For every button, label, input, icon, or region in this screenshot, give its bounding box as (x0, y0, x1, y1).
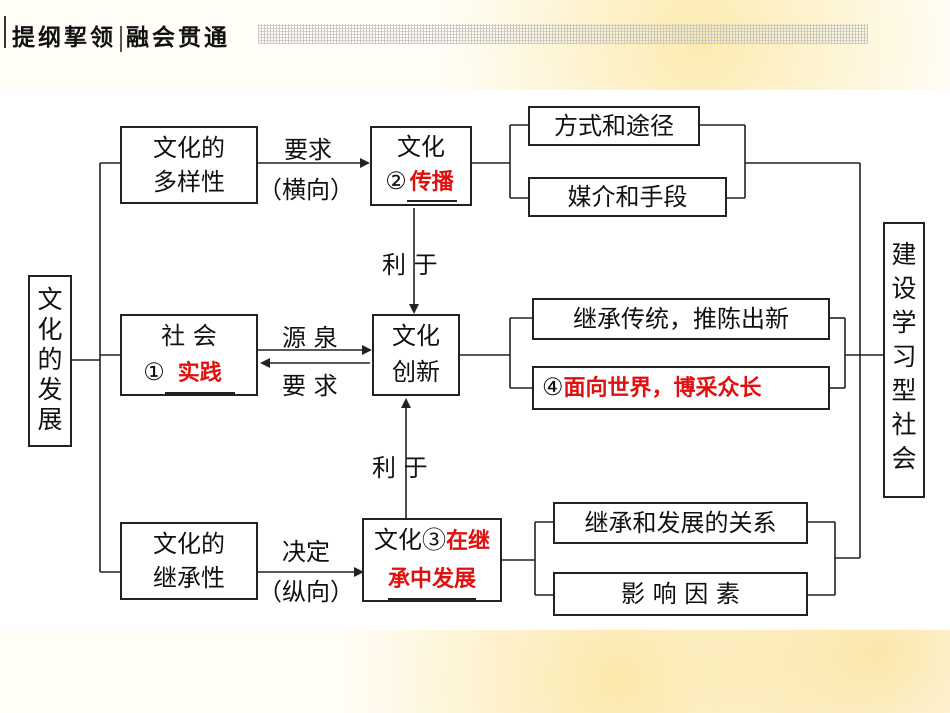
develop-answer-blank: 承中发展 (387, 560, 476, 600)
spread-answer: 传播 (409, 170, 454, 195)
label-beneficial-top: 利 于 (382, 251, 438, 279)
root-char: 文 (37, 285, 63, 314)
society-answer: 实践 (177, 361, 222, 386)
header-title-part2: 融会贯通 (126, 25, 230, 51)
box-inheritance-development-relation: 继承和发展的关系 (553, 502, 808, 544)
box-learning-society: 建 设 学 习 型 社 会 (883, 222, 925, 498)
label-vertical: （纵向） (258, 578, 354, 606)
box-media-and-means: 媒介和手段 (528, 177, 727, 217)
society-line2: ① 实践 (122, 354, 256, 394)
label-source: 源 泉 (282, 324, 338, 352)
header-banner: 提纲挈领融会贯通 (0, 14, 950, 54)
learning-char: 学 (891, 308, 917, 337)
develop-prefix: 文化 (373, 526, 422, 554)
develop-line2: 承中发展 (364, 560, 500, 600)
develop-line1: 文化③在继 (364, 522, 500, 560)
learning-char: 设 (891, 274, 917, 303)
header-title: 提纲挈领融会贯通 (12, 18, 230, 52)
inheritance-line2: 继承性 (153, 564, 225, 592)
learning-char: 社 (891, 410, 917, 439)
box-methods-and-ways: 方式和途径 (528, 106, 700, 146)
inheritance-line1: 文化的 (153, 530, 225, 558)
society-num: ① (143, 358, 165, 386)
innovation-line2: 创新 (392, 358, 440, 386)
develop-answer-2: 承中发展 (387, 567, 476, 592)
world-answer-blank: 面向世界，博采众长 (563, 368, 762, 410)
diversity-line1: 文化的 (153, 134, 225, 162)
box-inherit-tradition: 继承传统，推陈出新 (532, 298, 830, 340)
develop-answer-1: 在继 (445, 529, 490, 554)
label-beneficial-bottom: 利 于 (372, 454, 428, 482)
label-determine: 决定 (282, 538, 330, 566)
header-divider (120, 25, 122, 52)
box-cultural-innovation: 文化 创新 (372, 314, 460, 396)
header-title-part1: 提纲挈领 (12, 25, 116, 51)
spread-num: ② (385, 167, 407, 195)
diversity-line2: 多样性 (153, 168, 225, 196)
label-horizontal: （横向） (258, 176, 354, 204)
root-char: 展 (37, 405, 63, 434)
learning-char: 建 (891, 240, 917, 269)
header-stripes (258, 24, 868, 44)
world-num: ④ (542, 373, 564, 401)
header-left-bar (4, 16, 6, 48)
label-require: 要 求 (282, 372, 338, 400)
box-influencing-factors: 影 响 因 素 (553, 572, 808, 616)
box-cultural-diversity: 文化的 多样性 (120, 126, 258, 204)
learning-char: 型 (891, 376, 917, 405)
root-box-cultural-development: 文 化 的 发 展 (28, 275, 72, 447)
box-cultural-inheritance: 文化的 继承性 (120, 522, 258, 600)
innovation-line1: 文化 (392, 322, 440, 350)
spread-line1: 文化 (397, 133, 445, 161)
learning-char: 习 (891, 342, 917, 371)
root-char: 发 (37, 375, 63, 404)
label-requirement: 要求 (284, 136, 332, 164)
world-answer: 面向世界，博采众长 (563, 376, 762, 401)
spread-answer-blank: 传播 (406, 164, 457, 202)
society-line1: 社 会 (161, 322, 217, 350)
develop-num: ③ (421, 526, 446, 554)
box-face-the-world: ④面向世界，博采众长 (532, 366, 830, 410)
root-char: 的 (37, 345, 63, 374)
learning-char: 会 (891, 444, 917, 473)
society-answer-blank: 实践 (164, 354, 235, 394)
box-develop-in-inheritance: 文化③在继 承中发展 (362, 518, 502, 602)
root-char: 化 (37, 315, 63, 344)
box-social-practice: 社 会 ① 实践 (120, 314, 258, 396)
